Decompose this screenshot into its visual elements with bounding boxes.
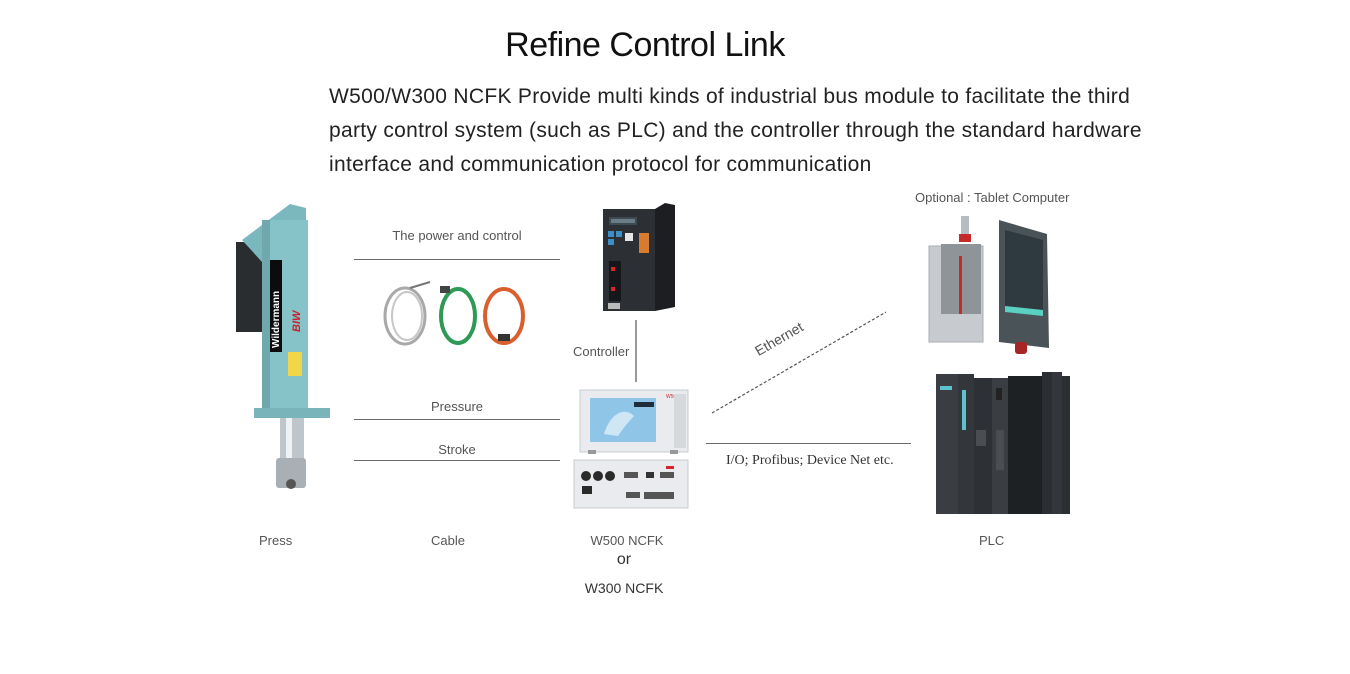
plc-module-6	[1042, 372, 1052, 514]
stroke-line	[354, 460, 560, 461]
plc-module-7	[1052, 372, 1062, 514]
controller-label: Controller	[573, 344, 630, 359]
cable-gray	[383, 286, 427, 346]
press-image: Wildermann BIW	[236, 204, 330, 489]
ethernet-dashed-line	[711, 311, 887, 414]
w500-brand-text: W500	[666, 394, 679, 400]
cable-image	[383, 281, 525, 346]
w500-ncfk-image: W500	[573, 389, 689, 509]
caption-plc: PLC	[979, 533, 1005, 548]
press-model-text: BIW	[291, 309, 303, 332]
plc-module-5	[1008, 376, 1042, 514]
press-brand-text: Wildermann	[271, 291, 282, 348]
caption-press: Press	[259, 533, 293, 548]
press-tool	[276, 458, 306, 488]
press-brand-plate	[270, 260, 282, 352]
controller-image	[603, 203, 675, 311]
power-control-line	[354, 259, 560, 260]
fieldbus-label: I/O; Profibus; Device Net etc.	[726, 453, 894, 468]
page-title: Refine Control Link	[505, 26, 785, 64]
tablet-computer-image	[928, 216, 1049, 354]
description-paragraph: W500/W300 NCFK Provide multi kinds of in…	[329, 85, 1142, 176]
press-base-flange	[254, 408, 330, 418]
caption-w500: W500 NCFK	[590, 533, 664, 548]
plc-module-1	[936, 374, 958, 514]
pressure-label: Pressure	[430, 399, 484, 414]
cable-green	[439, 287, 477, 345]
fieldbus-line	[706, 443, 911, 444]
controller-line	[635, 320, 637, 382]
caption-or: or	[616, 551, 632, 568]
caption-w300: W300 NCFK	[584, 580, 664, 596]
cable-orange	[483, 287, 525, 345]
optional-tablet-label: Optional : Tablet Computer	[915, 190, 1070, 205]
press-caution-label	[288, 352, 302, 376]
stroke-label: Stroke	[438, 442, 476, 457]
plc-module-8	[1062, 376, 1070, 514]
pressure-line	[354, 419, 560, 420]
caption-cable: Cable	[431, 533, 465, 548]
plc-image	[936, 372, 1070, 514]
power-control-label: The power and control	[392, 228, 522, 243]
